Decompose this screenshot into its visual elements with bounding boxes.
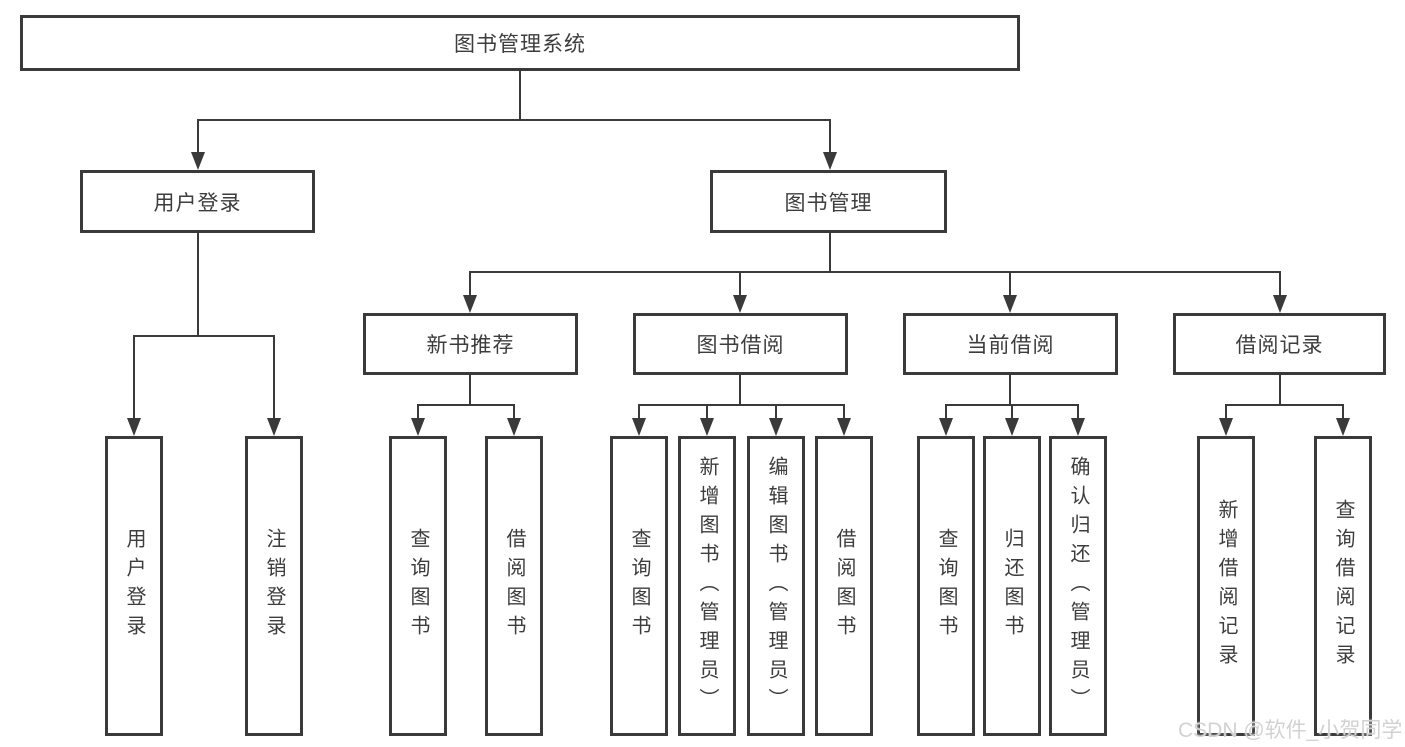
node-new-book-recommend-label: 新书推荐 [426, 334, 515, 357]
connector-line [1342, 404, 1344, 418]
arrowhead-icon [267, 418, 281, 436]
arrowhead-icon [632, 418, 646, 436]
node-user-login-label: 用户登录 [153, 191, 242, 215]
connector-line [273, 335, 275, 418]
leaf-bb-edit-books-admin: 编辑图书（管理员） [747, 436, 805, 736]
leaf-logout-label: 注销登录 [263, 528, 285, 644]
leaf-nbr-query-books-label: 查询图书 [407, 528, 429, 644]
leaf-br-query-record: 查询借阅记录 [1314, 436, 1372, 736]
leaf-nbr-query-books: 查询图书 [389, 436, 447, 736]
leaf-cb-query-books-label: 查询图书 [935, 528, 957, 644]
node-book-management-label: 图书管理 [784, 191, 873, 215]
arrowhead-icon [1219, 418, 1233, 436]
arrowhead-icon [1005, 418, 1019, 436]
connector-line [1011, 404, 1013, 418]
leaf-bb-borrow-books: 借阅图书 [815, 436, 873, 736]
arrowhead-icon [1003, 295, 1017, 313]
node-borrowing-records-label: 借阅记录 [1235, 334, 1324, 357]
leaf-bb-add-books-admin: 新增图书（管理员） [678, 436, 736, 736]
arrowhead-icon [823, 152, 837, 170]
leaf-cb-confirm-return-admin: 确认归还（管理员） [1049, 436, 1107, 736]
arrowhead-icon [769, 418, 783, 436]
leaf-br-add-record: 新增借阅记录 [1197, 436, 1255, 736]
leaf-cb-confirm-return-admin-label: 确认归还（管理员） [1067, 455, 1089, 717]
connector-line [1225, 404, 1344, 406]
arrowhead-icon [127, 418, 141, 436]
arrowhead-icon [733, 295, 747, 313]
connector-line [197, 119, 831, 121]
connector-line [469, 375, 471, 406]
connector-line [469, 271, 471, 295]
leaf-user-login: 用户登录 [105, 436, 163, 736]
leaf-bb-query-books-label: 查询图书 [628, 528, 650, 644]
leaf-bb-borrow-books-label: 借阅图书 [833, 528, 855, 644]
connector-line [197, 119, 199, 153]
arrowhead-icon [939, 418, 953, 436]
leaf-user-login-label: 用户登录 [123, 528, 145, 644]
arrowhead-icon [463, 295, 477, 313]
watermark: CSDN @软件_小贺同学 [1178, 719, 1403, 742]
connector-line [1279, 375, 1281, 406]
node-new-book-recommend: 新书推荐 [363, 313, 578, 375]
node-book-management: 图书管理 [710, 170, 947, 233]
connector-line [775, 404, 777, 418]
connector-line [197, 233, 199, 337]
connector-line [638, 404, 845, 406]
connector-line [1225, 404, 1227, 418]
node-current-borrowing-label: 当前借阅 [966, 334, 1055, 357]
leaf-bb-edit-books-admin-label: 编辑图书（管理员） [765, 455, 787, 717]
arrowhead-icon [411, 418, 425, 436]
arrowhead-icon [837, 418, 851, 436]
arrowhead-icon [1336, 418, 1350, 436]
connector-line [945, 404, 947, 418]
connector-line [843, 404, 845, 418]
leaf-cb-query-books: 查询图书 [917, 436, 975, 736]
leaf-cb-return-books: 归还图书 [983, 436, 1041, 736]
leaf-br-add-record-label: 新增借阅记录 [1215, 499, 1237, 673]
connector-line [133, 335, 135, 418]
connector-line [469, 271, 1281, 273]
connector-line [1009, 271, 1011, 295]
node-book-borrowing: 图书借阅 [633, 313, 848, 375]
leaf-nbr-borrow-books: 借阅图书 [485, 436, 543, 736]
connector-line [519, 70, 521, 121]
arrowhead-icon [1273, 295, 1287, 313]
node-root: 图书管理系统 [20, 15, 1020, 71]
node-book-borrowing-label: 图书借阅 [696, 334, 785, 357]
arrowhead-icon [191, 152, 205, 170]
connector-line [739, 375, 741, 406]
leaf-br-query-record-label: 查询借阅记录 [1332, 499, 1354, 673]
leaf-bb-add-books-admin-label: 新增图书（管理员） [696, 455, 718, 717]
connector-line [739, 271, 741, 295]
arrowhead-icon [700, 418, 714, 436]
leaf-nbr-borrow-books-label: 借阅图书 [503, 528, 525, 644]
leaf-bb-query-books: 查询图书 [610, 436, 668, 736]
connector-line [706, 404, 708, 418]
connector-line [133, 335, 275, 337]
node-root-label: 图书管理系统 [454, 33, 586, 56]
leaf-logout: 注销登录 [245, 436, 303, 736]
connector-line [829, 233, 831, 273]
connector-line [513, 404, 515, 418]
connector-line [417, 404, 515, 406]
arrowhead-icon [1071, 418, 1085, 436]
node-current-borrowing: 当前借阅 [903, 313, 1118, 375]
connector-line [1077, 404, 1079, 418]
connector-line [638, 404, 640, 418]
leaf-cb-return-books-label: 归还图书 [1001, 528, 1023, 644]
connector-line [1009, 375, 1011, 406]
connector-line [417, 404, 419, 418]
node-borrowing-records: 借阅记录 [1173, 313, 1386, 375]
connector-line [1279, 271, 1281, 295]
arrowhead-icon [507, 418, 521, 436]
connector-line [829, 119, 831, 153]
node-user-login: 用户登录 [80, 170, 315, 233]
